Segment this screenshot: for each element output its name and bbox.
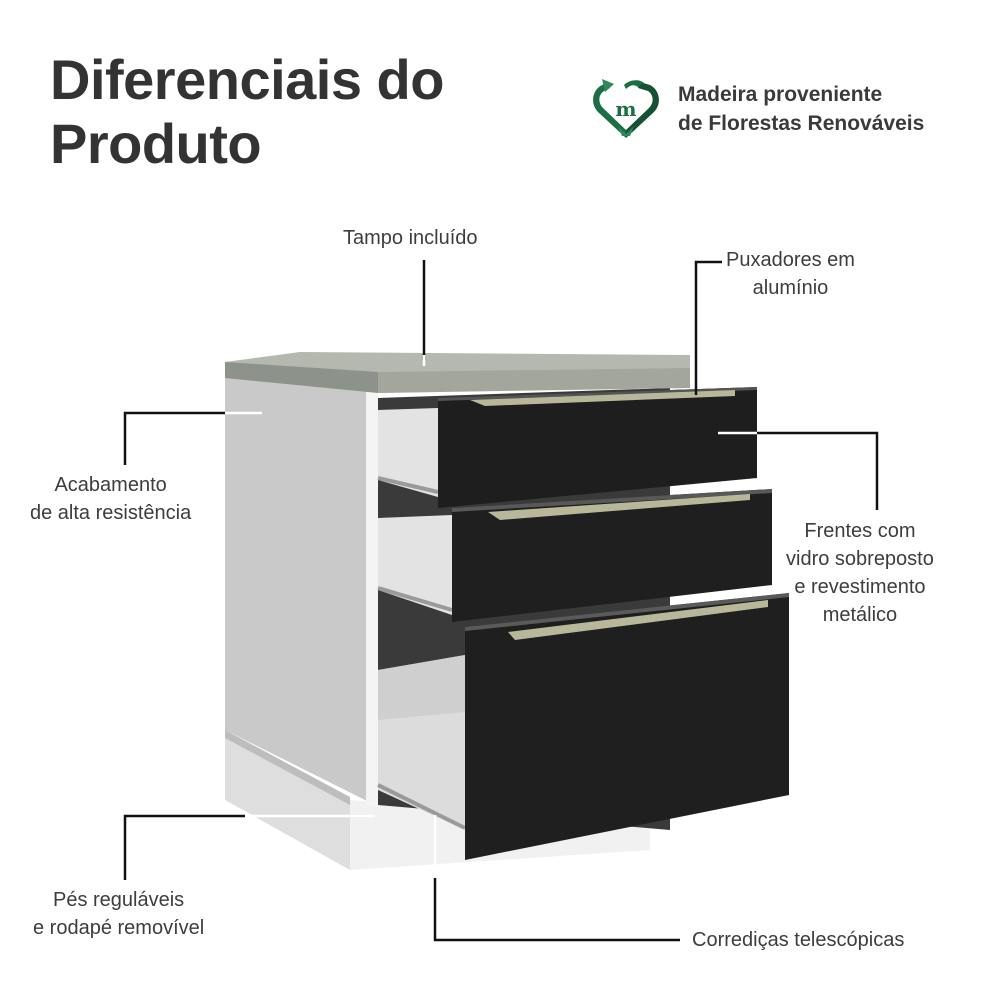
- title-line-2: Produto: [50, 112, 262, 175]
- svg-text:m: m: [615, 97, 636, 121]
- drawer-2-front: [452, 489, 772, 622]
- drawer-1-handle: [470, 390, 735, 406]
- countertop-front: [378, 368, 690, 393]
- callout-corredicas: Corrediças telescópicas: [692, 929, 905, 951]
- side-panel: [225, 372, 375, 805]
- acabamento-callout-line: [123, 411, 225, 465]
- drawer-1-front: [438, 387, 757, 508]
- countertop-top: [225, 352, 690, 374]
- countertop-side: [225, 362, 378, 393]
- drawer-2-handle: [488, 494, 750, 520]
- callout-tampo: Tampo incluído: [343, 227, 478, 249]
- corredicas-callout-line: [433, 878, 680, 942]
- drawer-3-front: [465, 593, 789, 860]
- callout-pes: Pés reguláveis e rodapé removível: [33, 889, 205, 939]
- frentes-callout-line: [757, 431, 879, 510]
- callout-lines: [123, 260, 879, 942]
- pes-callout-line: [123, 814, 245, 880]
- plinth-side: [225, 730, 350, 870]
- callout-acabamento: Acabamento de alta resistência: [30, 474, 192, 524]
- callout-frentes: Frentes com vidro sobreposto e revestime…: [786, 520, 934, 626]
- page-title: Diferenciais do Produto: [50, 48, 444, 176]
- recycle-heart-m-icon: m: [593, 79, 659, 138]
- badge-line-1: Madeira proveniente: [678, 83, 883, 106]
- puxadores-callout-line: [694, 260, 722, 395]
- title-line-1: Diferenciais do: [50, 48, 444, 111]
- sustainability-badge: m Madeira proveniente de Florestas Renov…: [588, 76, 924, 142]
- drawer-3-handle: [508, 600, 768, 640]
- front-frame: [366, 388, 378, 806]
- callout-puxadores: Puxadores em alumínio: [726, 249, 855, 299]
- badge-line-2: de Florestas Renováveis: [678, 112, 925, 135]
